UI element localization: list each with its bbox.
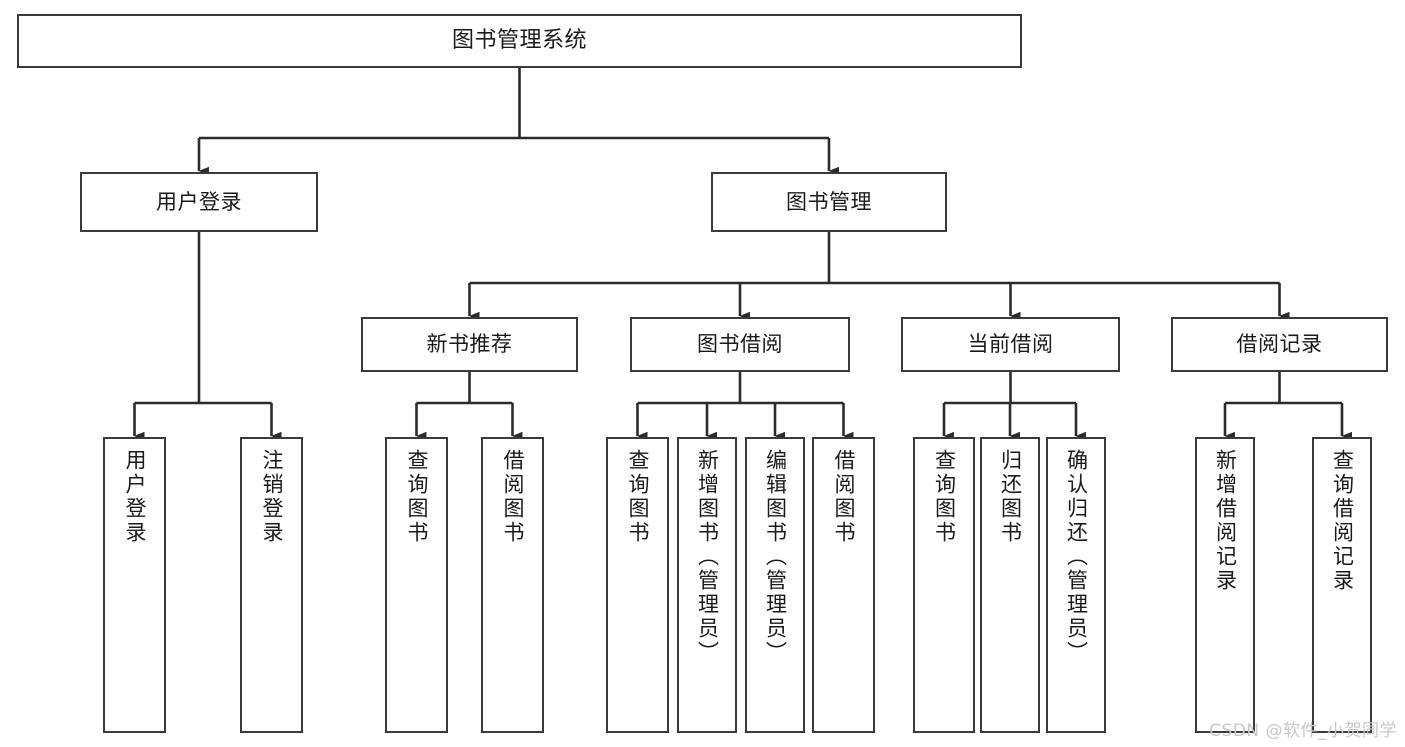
node-login[interactable]: 用户登录 <box>80 172 318 232</box>
watermark-text: CSDN @软件_小贺同学 <box>1209 721 1397 741</box>
node-l-login-2[interactable]: 注销登录 <box>240 437 303 733</box>
node-label: 用户登录 <box>123 449 147 545</box>
node-label: 注销登录 <box>260 449 284 545</box>
node-l-cur-1[interactable]: 查询图书 <box>913 437 975 733</box>
node-l-bor-4[interactable]: 借阅图书 <box>812 437 875 733</box>
node-label: 新增借阅记录 <box>1213 449 1238 593</box>
node-label: 编辑图书（管理员） <box>763 449 788 665</box>
node-label: 查询借阅记录 <box>1330 449 1355 593</box>
node-label: 借阅图书 <box>501 449 525 545</box>
node-current[interactable]: 当前借阅 <box>901 317 1120 372</box>
node-label: 图书借阅 <box>697 332 783 357</box>
node-label: 确认归还（管理员） <box>1064 449 1089 665</box>
node-newbook[interactable]: 新书推荐 <box>361 317 578 372</box>
node-label: 查询图书 <box>932 449 957 545</box>
node-root[interactable]: 图书管理系统 <box>17 14 1022 68</box>
node-l-cur-3[interactable]: 确认归还（管理员） <box>1046 437 1106 733</box>
node-label: 用户登录 <box>156 189 242 214</box>
node-label: 新书推荐 <box>426 332 513 357</box>
node-l-rec-1[interactable]: 新增借阅记录 <box>1195 437 1255 733</box>
node-borrow[interactable]: 图书借阅 <box>630 317 850 372</box>
node-l-rec-2[interactable]: 查询借阅记录 <box>1312 437 1372 733</box>
node-records[interactable]: 借阅记录 <box>1171 317 1388 372</box>
node-l-new-2[interactable]: 借阅图书 <box>481 437 544 733</box>
node-label: 查询图书 <box>405 449 429 545</box>
node-l-new-1[interactable]: 查询图书 <box>385 437 448 733</box>
node-l-login-1[interactable]: 用户登录 <box>103 437 166 733</box>
node-label: 图书管理 <box>786 189 872 214</box>
node-label: 借阅记录 <box>1236 332 1323 357</box>
node-label: 查询图书 <box>626 449 650 545</box>
node-l-cur-2[interactable]: 归还图书 <box>980 437 1040 733</box>
node-bookmgmt[interactable]: 图书管理 <box>711 172 947 232</box>
node-label: 借阅图书 <box>832 449 856 545</box>
node-l-bor-1[interactable]: 查询图书 <box>606 437 669 733</box>
node-label: 归还图书 <box>998 449 1023 545</box>
node-label: 当前借阅 <box>967 332 1054 357</box>
node-label: 新增图书（管理员） <box>695 449 720 665</box>
node-l-bor-2[interactable]: 新增图书（管理员） <box>677 437 737 733</box>
node-label: 图书管理系统 <box>451 28 587 54</box>
node-l-bor-3[interactable]: 编辑图书（管理员） <box>745 437 805 733</box>
